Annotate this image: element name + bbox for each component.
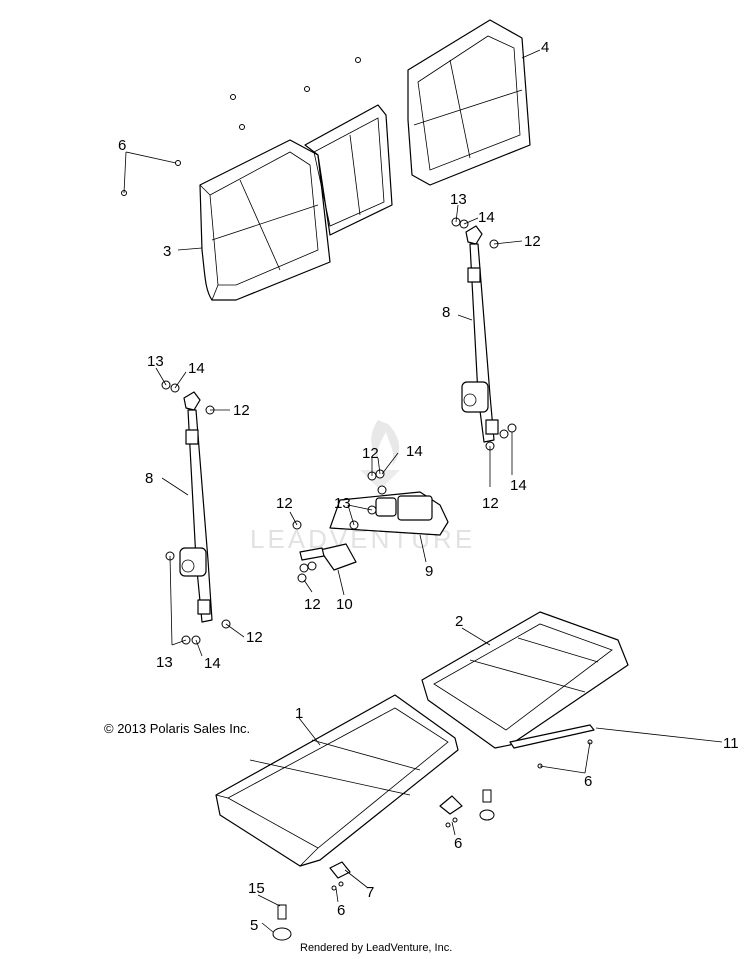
callout-3: 3 xyxy=(163,243,171,260)
seat-bumper[interactable] xyxy=(272,904,292,941)
callout-13-buckle: 13 xyxy=(334,495,351,512)
seat-belt-right[interactable] xyxy=(451,217,517,451)
callout-13-belt-right-top: 13 xyxy=(450,191,467,208)
callout-12-buckle-bottom: 12 xyxy=(304,596,321,613)
buckle-assembly[interactable] xyxy=(292,469,449,536)
callout-6-seat-back: 6 xyxy=(118,137,126,154)
callout-14-belt-right-bottom: 14 xyxy=(510,477,527,494)
seat-bracket-center[interactable] xyxy=(439,789,495,828)
callout-15: 15 xyxy=(248,880,265,897)
seat-belt-buckle[interactable] xyxy=(297,543,357,583)
seat-bracket-right[interactable] xyxy=(509,724,595,769)
callout-14-belt-left-bottom: 14 xyxy=(204,655,221,672)
callout-13-belt-left-top: 13 xyxy=(147,353,164,370)
callout-6-bracket-front: 6 xyxy=(337,902,345,919)
seat-back-right[interactable] xyxy=(407,19,531,186)
callouts: 1 2 3 4 5 6 6 6 6 7 8 8 9 10 11 12 12 12… xyxy=(118,39,739,934)
callout-6-bracket-right: 6 xyxy=(584,773,592,790)
callout-8-right: 8 xyxy=(442,304,450,321)
callout-14-buckle: 14 xyxy=(406,443,423,460)
callout-9: 9 xyxy=(425,563,433,580)
callout-12-buckle-left: 12 xyxy=(276,495,293,512)
seat-belt-left[interactable] xyxy=(161,380,231,645)
copyright-notice: © 2013 Polaris Sales Inc. xyxy=(104,721,251,736)
callout-12-belt-left-bottom: 12 xyxy=(246,629,263,646)
callout-12-belt-right-bottom: 12 xyxy=(482,495,499,512)
seat-cushion-left[interactable] xyxy=(215,694,459,867)
callout-13-belt-left-bottom: 13 xyxy=(156,654,173,671)
callout-14-belt-left-top: 14 xyxy=(188,360,205,377)
callout-7: 7 xyxy=(366,884,374,901)
callout-14-belt-right-top: 14 xyxy=(478,209,495,226)
callout-1: 1 xyxy=(295,705,303,722)
callout-12-buckle-top: 12 xyxy=(362,445,379,462)
seat-back-left[interactable] xyxy=(199,139,331,301)
callout-11: 11 xyxy=(723,735,739,752)
callout-10: 10 xyxy=(336,596,353,613)
callout-4: 4 xyxy=(541,39,549,56)
seat-back-center[interactable] xyxy=(304,104,393,236)
callout-5: 5 xyxy=(250,917,258,934)
leader-lines xyxy=(123,49,723,933)
callout-12-belt-right-top: 12 xyxy=(524,233,541,250)
seat-cushion-right[interactable] xyxy=(421,611,629,749)
callout-2: 2 xyxy=(455,613,463,630)
callout-6-bracket-center: 6 xyxy=(454,835,462,852)
callout-12-belt-left-top: 12 xyxy=(233,402,250,419)
seat-bracket-front[interactable] xyxy=(329,861,351,891)
callout-8-left: 8 xyxy=(145,470,153,487)
rendered-by-credit: Rendered by LeadVenture, Inc. xyxy=(300,942,453,954)
watermark: LEADVENTURE xyxy=(250,420,472,554)
